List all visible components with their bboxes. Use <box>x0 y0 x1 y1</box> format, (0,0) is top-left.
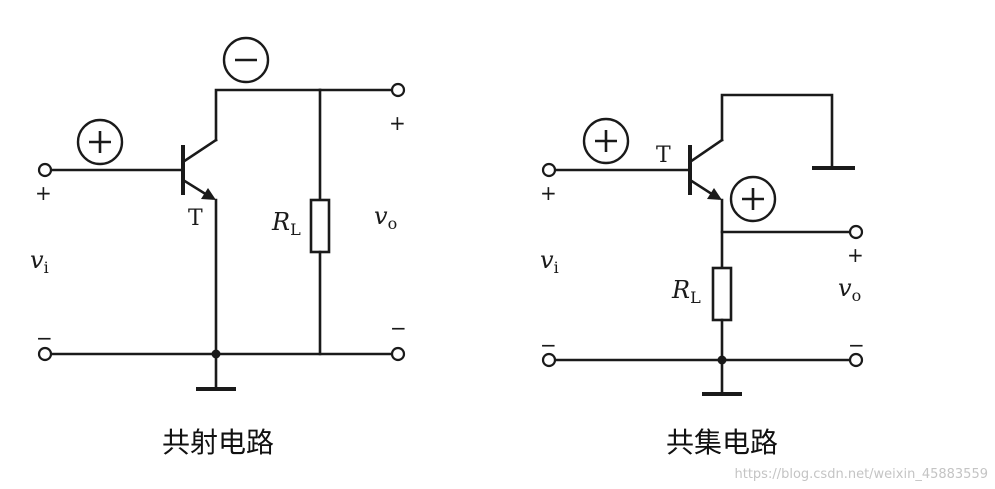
cc-output-voltage-symbol: v <box>838 274 852 302</box>
watermark-text: https://blog.csdn.net/weixin_45883559 <box>734 467 988 482</box>
ce-input-minus: − <box>36 326 53 350</box>
cc-input-voltage-symbol: v <box>540 246 554 274</box>
cc-caption: 共集电路 <box>666 426 778 459</box>
cc-input-terminal-top <box>541 162 557 178</box>
cc-load-subscript: L <box>690 288 701 307</box>
ce-input-polarity-marker <box>76 118 124 166</box>
cc-output-voltage-label: vo <box>838 274 861 305</box>
cc-load-symbol: R <box>671 276 690 304</box>
ce-emitter-arrow <box>201 188 216 200</box>
cc-output-voltage-subscript: o <box>852 286 862 305</box>
ce-output-voltage-label: vo <box>374 202 397 233</box>
cc-input-voltage-subscript: i <box>554 258 559 277</box>
cc-output-plus: + <box>847 243 864 267</box>
ce-input-terminal-top <box>37 162 53 178</box>
ce-caption: 共射电路 <box>162 426 274 459</box>
ce-input-voltage-label: vi <box>30 246 49 277</box>
cc-load-resistor <box>711 266 733 322</box>
ce-load-resistor <box>309 198 331 254</box>
ce-input-terminal-bottom <box>37 346 53 362</box>
cc-output-polarity-marker <box>729 175 777 223</box>
cc-output-terminal-top <box>848 224 864 240</box>
ce-output-terminal-bottom <box>390 346 406 362</box>
ce-input-voltage-symbol: v <box>30 246 44 274</box>
ce-transistor-label: T <box>188 206 203 231</box>
cc-input-minus: − <box>540 333 557 357</box>
ce-load-label: RL <box>271 208 301 239</box>
ce-output-minus: − <box>390 316 407 340</box>
ce-load-subscript: L <box>290 220 301 239</box>
common-collector-circuit: T + − + − vi vo RL 共集电路 <box>540 93 865 459</box>
cc-output-terminal-bottom <box>848 352 864 368</box>
cc-collector-lead <box>688 138 724 164</box>
cc-load-label: RL <box>671 276 701 307</box>
ce-output-terminal-top <box>390 82 406 98</box>
cc-input-polarity-marker <box>582 117 630 165</box>
cc-emitter-arrow <box>707 188 722 200</box>
cc-transistor-label: T <box>656 143 671 168</box>
cc-output-minus: − <box>848 333 865 357</box>
common-emitter-circuit: T + − + − vi vo RL 共射电路 <box>30 36 407 459</box>
ce-output-voltage-symbol: v <box>374 202 388 230</box>
ce-collector-lead <box>181 138 218 164</box>
ce-input-voltage-subscript: i <box>44 258 49 277</box>
ce-output-voltage-subscript: o <box>388 214 398 233</box>
cc-collector-wire <box>720 93 834 170</box>
cc-input-voltage-label: vi <box>540 246 559 277</box>
ce-input-plus: + <box>35 181 52 205</box>
cc-input-plus: + <box>540 181 557 205</box>
cc-input-terminal-bottom <box>541 352 557 368</box>
ce-collector-wire <box>214 88 322 142</box>
ce-output-plus: + <box>389 111 406 135</box>
ce-load-symbol: R <box>271 208 290 236</box>
ce-output-polarity-marker <box>222 36 270 84</box>
